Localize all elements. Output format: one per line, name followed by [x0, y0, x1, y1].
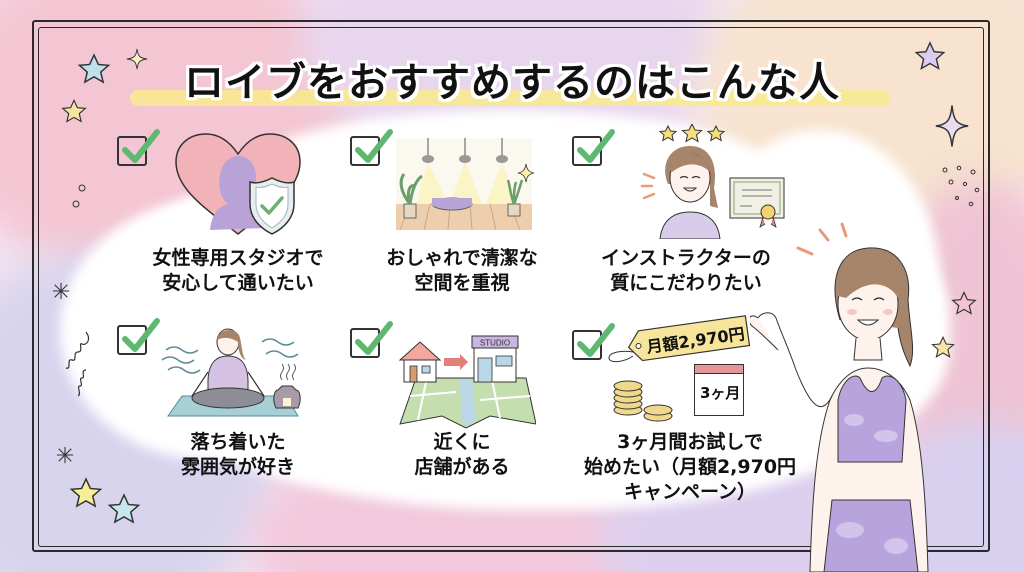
star-icon — [61, 98, 87, 123]
meditation-icon — [161, 328, 301, 417]
checkbox-checked — [117, 318, 160, 355]
calendar-text: 3ヶ月 — [700, 384, 741, 402]
decorative-frame-inner — [38, 27, 984, 547]
studio-room-icon — [396, 138, 535, 231]
page-title: ロイブをおすすめするのはこんな人 — [184, 60, 840, 106]
studio-sign-text: STUDIO — [480, 339, 510, 348]
star-icon — [914, 41, 946, 70]
title-highlight — [130, 90, 890, 106]
checkbox-checked — [572, 323, 615, 360]
map-studio-icon: STUDIO — [398, 335, 536, 429]
dots-decoration — [72, 184, 86, 208]
checkbox-checked — [117, 129, 160, 166]
price-tag: 月額2,970円 — [624, 314, 752, 365]
dots-decoration — [942, 165, 980, 207]
asterisk-icon — [52, 282, 70, 300]
calendar-icon: 3ヶ月 — [694, 364, 744, 416]
checkbox-checked — [350, 321, 393, 358]
star-icon — [69, 477, 103, 508]
coins-icon — [613, 380, 673, 422]
star-icon — [107, 493, 141, 524]
star-icon — [77, 53, 111, 84]
item-label: 3ヶ月間お試しで 始めたい（月額2,970円 キャンペーン） — [583, 431, 797, 503]
woman-waving-illustration — [750, 222, 929, 572]
checkbox-checked — [350, 129, 393, 166]
instructor-certificate-icon — [640, 124, 785, 239]
item-label: 近くに 店舗がある — [414, 431, 510, 478]
star-icon — [931, 335, 955, 358]
decorative-frame — [32, 20, 990, 552]
swirl-icon — [65, 331, 90, 397]
sparkle-icon — [935, 105, 969, 147]
item-label: おしゃれで清潔な 空間を重視 — [386, 247, 538, 294]
sparkle-icon — [126, 48, 148, 70]
heart-woman-shield-icon — [175, 133, 301, 235]
checkbox-checked — [572, 129, 615, 166]
item-label: 落ち着いた 雰囲気が好き — [180, 431, 295, 478]
tag-string — [608, 350, 634, 363]
item-label: インストラクターの 質にこだわりたい — [601, 247, 771, 294]
item-label: 女性専用スタジオで 安心して通いたい — [152, 247, 324, 294]
asterisk-icon — [56, 446, 74, 464]
star-icon — [951, 290, 977, 315]
